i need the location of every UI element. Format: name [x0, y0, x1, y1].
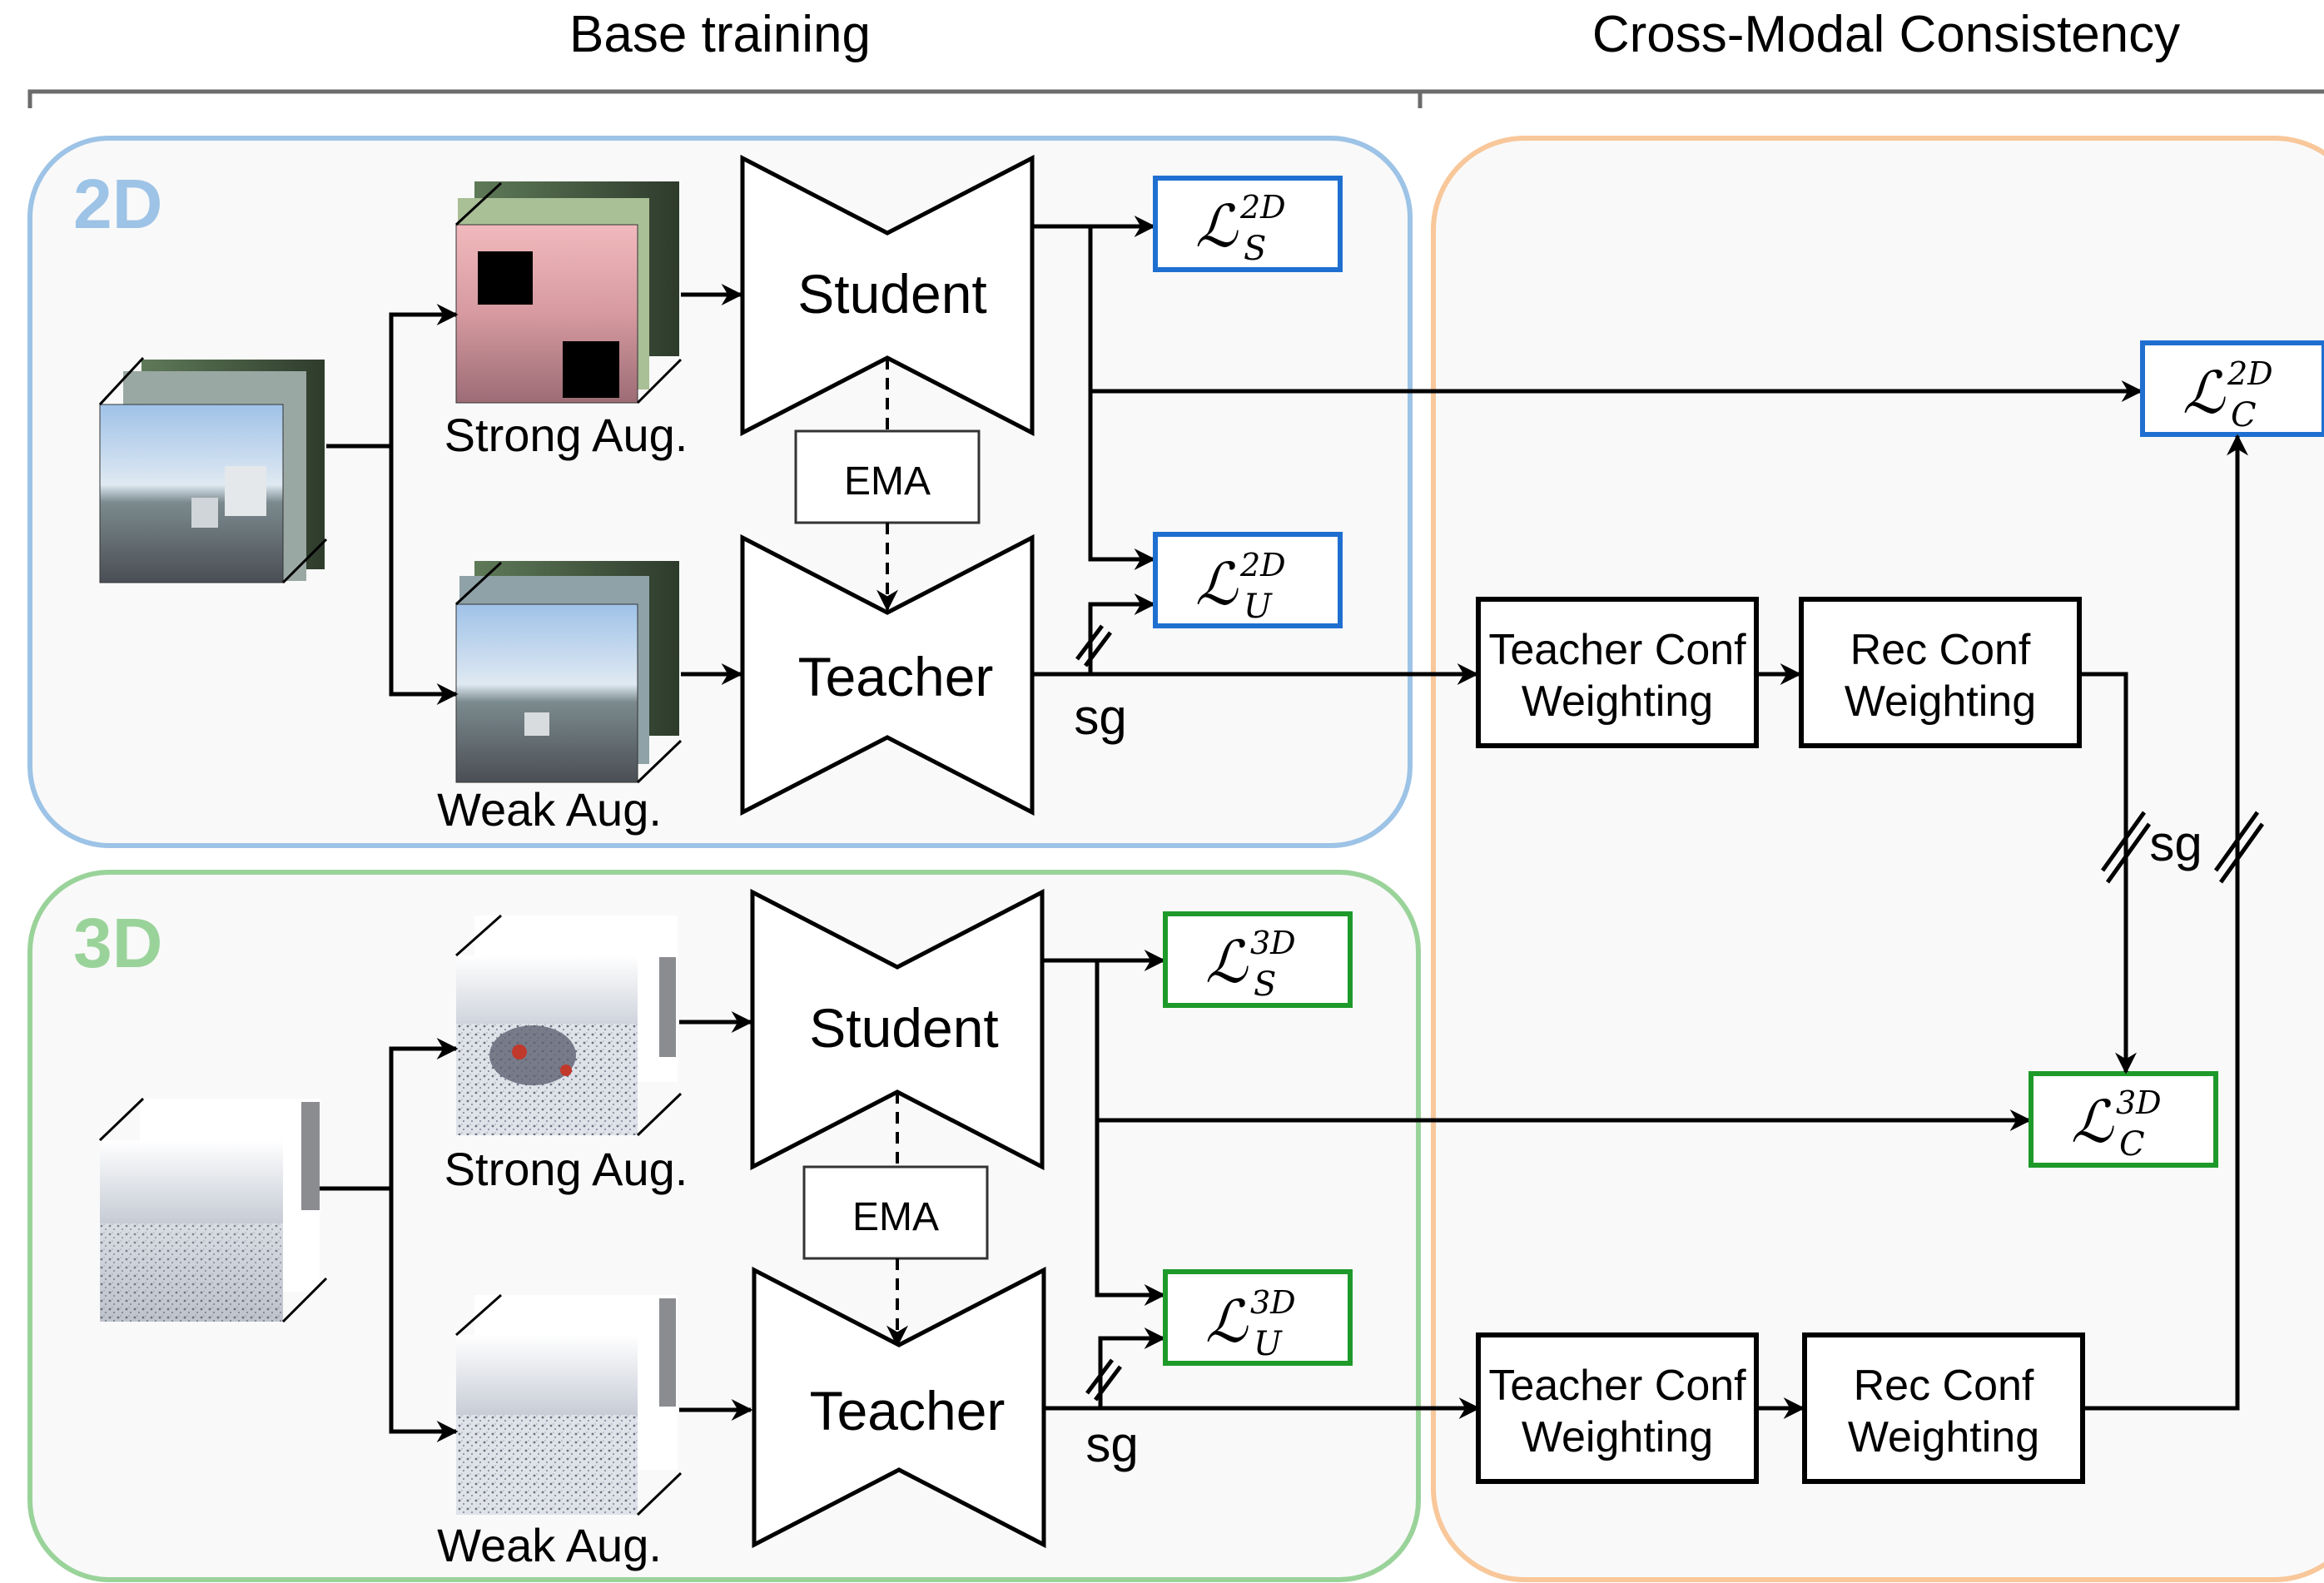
- header-base-training: Base training: [27, 6, 1423, 108]
- teacher-network-2d: [740, 533, 1035, 816]
- teacher-label-2d: Teacher: [798, 646, 994, 707]
- loss-u-3d: ℒ 3D U: [1163, 1269, 1353, 1366]
- panel-2d: [27, 136, 1413, 848]
- svg-text:Teacher Conf: Teacher Conf: [1488, 626, 1746, 674]
- split-arrows-3d: [320, 1011, 753, 1442]
- weak-aug-pointcloud-3d: [455, 1293, 683, 1516]
- svg-text:3D: 3D: [1250, 1284, 1296, 1321]
- ema-box-3d: [802, 1165, 989, 1260]
- loss-s-3d: ℒ 3D S: [1163, 911, 1353, 1008]
- svg-text:ℒ: ℒ: [1205, 928, 1249, 996]
- rec-conf-weighting-3d: Rec Conf Weighting: [1802, 1332, 2085, 1484]
- panel-cross-modal: [1431, 136, 2324, 1582]
- split-arrows-2d: [326, 284, 743, 705]
- tag-3d: 3D: [73, 904, 162, 982]
- tag-2d: 2D: [73, 165, 162, 243]
- svg-text:2D: 2D: [1239, 189, 1286, 226]
- sg-label-3d: sg: [1085, 1417, 1138, 1472]
- input-image-2d: [98, 356, 328, 584]
- input-pointcloud-3d: [98, 1097, 328, 1323]
- loss-s-2d: ℒ 2D S: [1153, 176, 1343, 272]
- strong-aug-image-2d: [454, 181, 683, 404]
- svg-text:Weighting: Weighting: [1522, 1413, 1713, 1461]
- weak-aug-label-3d: Weak Aug.: [437, 1519, 662, 1571]
- strong-aug-pointcloud-3d: [455, 914, 683, 1137]
- svg-text:2D: 2D: [1239, 547, 1286, 583]
- teacher-output-arrows-3d: [1044, 1327, 1481, 1419]
- sg-label-cross: sg: [2149, 816, 2202, 871]
- header-cross-modal-label: Cross-Modal Consistency: [1592, 6, 2180, 63]
- loss-c-3d: ℒ 3D C: [2029, 1071, 2218, 1168]
- svg-text:ℒ: ℒ: [1195, 192, 1239, 261]
- loss-u-2d: ℒ 2D U: [1153, 532, 1343, 628]
- svg-text:S: S: [1254, 965, 1276, 1004]
- teacher-output-arrows-2d: [1032, 593, 1479, 685]
- ema-label-3d: EMA: [852, 1195, 939, 1239]
- arrow-rec2d-to-loss-c-3d: [2079, 672, 2137, 1074]
- svg-text:ℒ: ℒ: [2182, 359, 2226, 427]
- teacher-conf-weighting-2d: Teacher Conf Weighting: [1476, 597, 1759, 748]
- svg-text:ℒ: ℒ: [1195, 550, 1239, 618]
- svg-text:Weighting: Weighting: [1848, 1413, 2039, 1461]
- student-label-2d: Student: [797, 263, 987, 325]
- svg-text:3D: 3D: [2116, 1084, 2162, 1121]
- student-network-3d: [750, 888, 1045, 1171]
- svg-text:Weighting: Weighting: [1845, 677, 2036, 726]
- strong-aug-label-2d: Strong Aug.: [444, 409, 688, 461]
- svg-text:S: S: [1244, 230, 1266, 268]
- sg-label-2d: sg: [1074, 689, 1126, 745]
- svg-text:ℒ: ℒ: [2071, 1088, 2114, 1156]
- sg-mark-2d: [1075, 624, 1112, 667]
- loss-c-2d: ℒ 2D C: [2140, 340, 2324, 437]
- svg-text:C: C: [2119, 1125, 2145, 1164]
- student-output-arrows-3d: [1042, 950, 2032, 1306]
- student-network-2d: [740, 154, 1035, 437]
- panel-3d: [27, 870, 1421, 1582]
- teacher-label-3d: Teacher: [810, 1380, 1006, 1442]
- header-base-training-label: Base training: [569, 6, 871, 63]
- student-output-arrows-2d: [1032, 216, 2143, 570]
- svg-text:ℒ: ℒ: [1205, 1288, 1249, 1356]
- ema-label-2d: EMA: [844, 459, 931, 504]
- sg-mark-cross-right: [2213, 811, 2265, 884]
- strong-aug-label-3d: Strong Aug.: [444, 1143, 688, 1195]
- svg-text:Weighting: Weighting: [1522, 677, 1713, 726]
- sg-mark-3d: [1085, 1358, 1122, 1402]
- teacher-conf-weighting-3d: Teacher Conf Weighting: [1476, 1332, 1759, 1484]
- student-label-3d: Student: [809, 997, 999, 1059]
- sg-mark-cross-left: [2100, 811, 2152, 884]
- header-base-bracket: [27, 89, 1423, 108]
- ema-box-2d: [794, 429, 981, 524]
- rec-conf-weighting-2d: Rec Conf Weighting: [1799, 597, 2082, 748]
- header-cross-modal: Cross-Modal Consistency: [1420, 6, 2324, 94]
- svg-text:Teacher Conf: Teacher Conf: [1488, 1362, 1746, 1410]
- svg-text:Rec Conf: Rec Conf: [1854, 1362, 2034, 1410]
- svg-text:2D: 2D: [2227, 355, 2273, 392]
- svg-text:Rec Conf: Rec Conf: [1850, 626, 2031, 674]
- svg-text:C: C: [2231, 396, 2257, 434]
- svg-text:U: U: [1244, 588, 1273, 626]
- svg-text:3D: 3D: [1250, 925, 1296, 961]
- weak-aug-image-2d: [454, 561, 683, 784]
- weak-aug-label-2d: Weak Aug.: [437, 783, 662, 836]
- teacher-network-3d: [752, 1266, 1046, 1549]
- svg-text:U: U: [1254, 1325, 1283, 1363]
- arrow-rec3d-to-loss-c-2d: [2083, 434, 2248, 1411]
